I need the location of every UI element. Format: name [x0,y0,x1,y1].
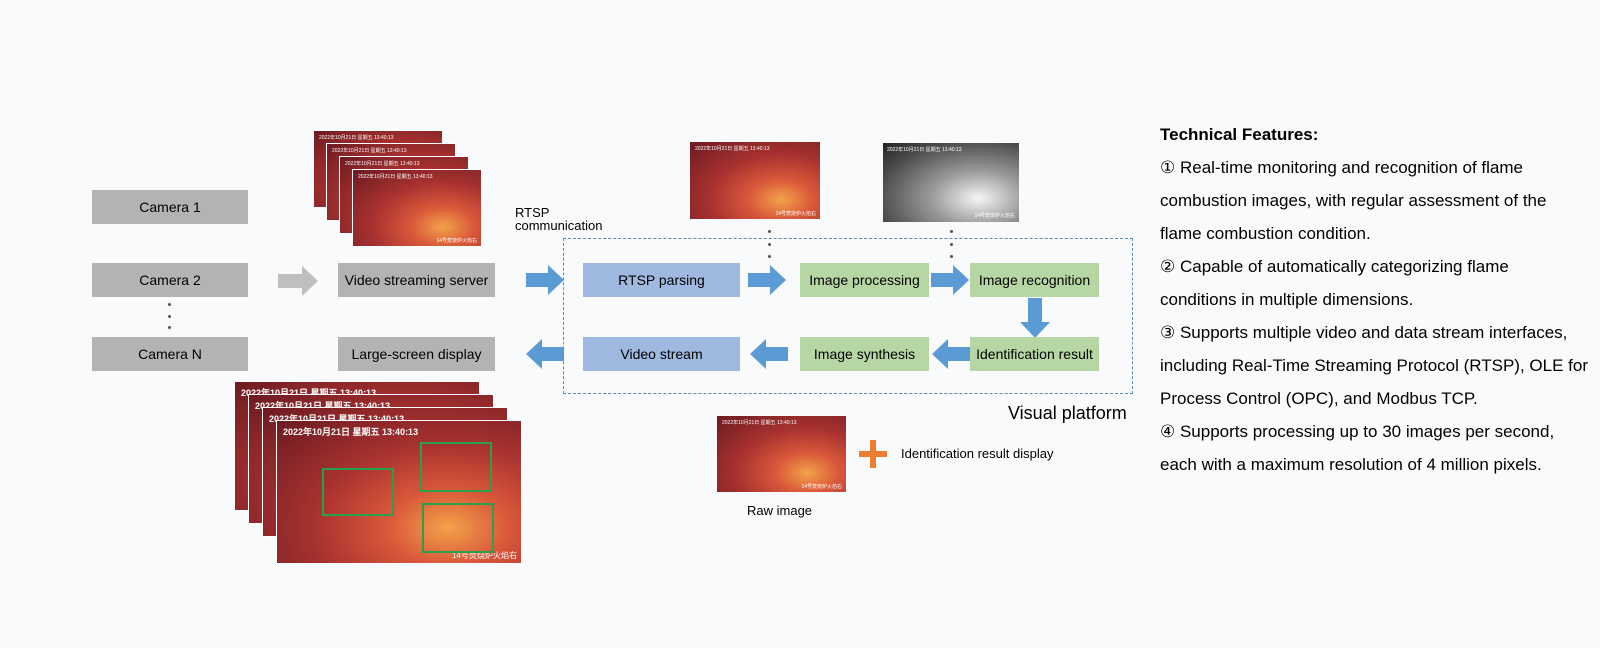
feature-item: ③ Supports multiple video and data strea… [1160,323,1588,408]
detection-box [420,442,492,492]
camera-n-label: Camera N [138,346,202,362]
arrow-recognition-to-result [1020,298,1050,338]
identification-result-display-label: Identification result display [901,446,1054,461]
video-streaming-server: Video streaming server [338,263,495,297]
large-screen-display: Large-screen display [338,337,495,371]
identification-result-node: Identification result [970,337,1099,371]
large-screen-display-label: Large-screen display [351,346,482,362]
rtsp-parsing-node: RTSP parsing [583,263,740,297]
arrow-cameras-to-server [278,266,318,296]
raw-image-label: Raw image [747,503,813,518]
arrow-rtsp-to-processing [748,265,786,295]
feature-item: ① Real-time monitoring and recognition o… [1160,158,1547,243]
image-processing-node: Image processing [800,263,929,297]
detection-box [322,468,394,516]
camera-2: Camera 2 [92,263,248,297]
identification-result-label: Identification result [976,346,1093,362]
image-recognition-node: Image recognition [970,263,1099,297]
camera-1-label: Camera 1 [139,199,201,215]
feature-item: ④ Supports processing up to 30 images pe… [1160,422,1555,474]
visual-platform-label: Visual platform [1008,403,1127,423]
arrow-processing-to-recognition [931,265,969,295]
camera-1: Camera 1 [92,190,248,224]
camera-2-label: Camera 2 [139,272,201,288]
camera-n: Camera N [92,337,248,371]
video-stream-label: Video stream [620,346,703,362]
camera-ellipsis [168,303,171,329]
plus-icon [859,440,887,468]
arrow-synthesis-to-stream [750,339,788,369]
image-synthesis-node: Image synthesis [800,337,929,371]
feature-item: ② Capable of automatically categorizing … [1160,257,1509,309]
detection-box [422,503,494,553]
video-stream-node: Video stream [583,337,740,371]
features-title: Technical Features: [1160,125,1319,144]
result-frame: 2022年10月21日 星期五 13:40:13 14号焚烧炉火焰右 [276,420,522,564]
arrow-server-to-rtsp [526,265,564,295]
rtsp-parsing-label: RTSP parsing [618,272,705,288]
processing-preview-connector [768,230,771,258]
visual-platform-frame [563,238,1133,394]
recognition-preview-connector [950,230,953,258]
image-processing-label: Image processing [809,272,920,288]
arrow-result-to-synthesis [932,339,970,369]
video-streaming-server-label: Video streaming server [344,272,489,288]
arrow-stream-to-display [526,339,564,369]
technical-features: Technical Features: ① Real-time monitori… [1160,118,1590,481]
image-recognition-label: Image recognition [978,272,1091,288]
image-synthesis-label: Image synthesis [813,346,916,362]
